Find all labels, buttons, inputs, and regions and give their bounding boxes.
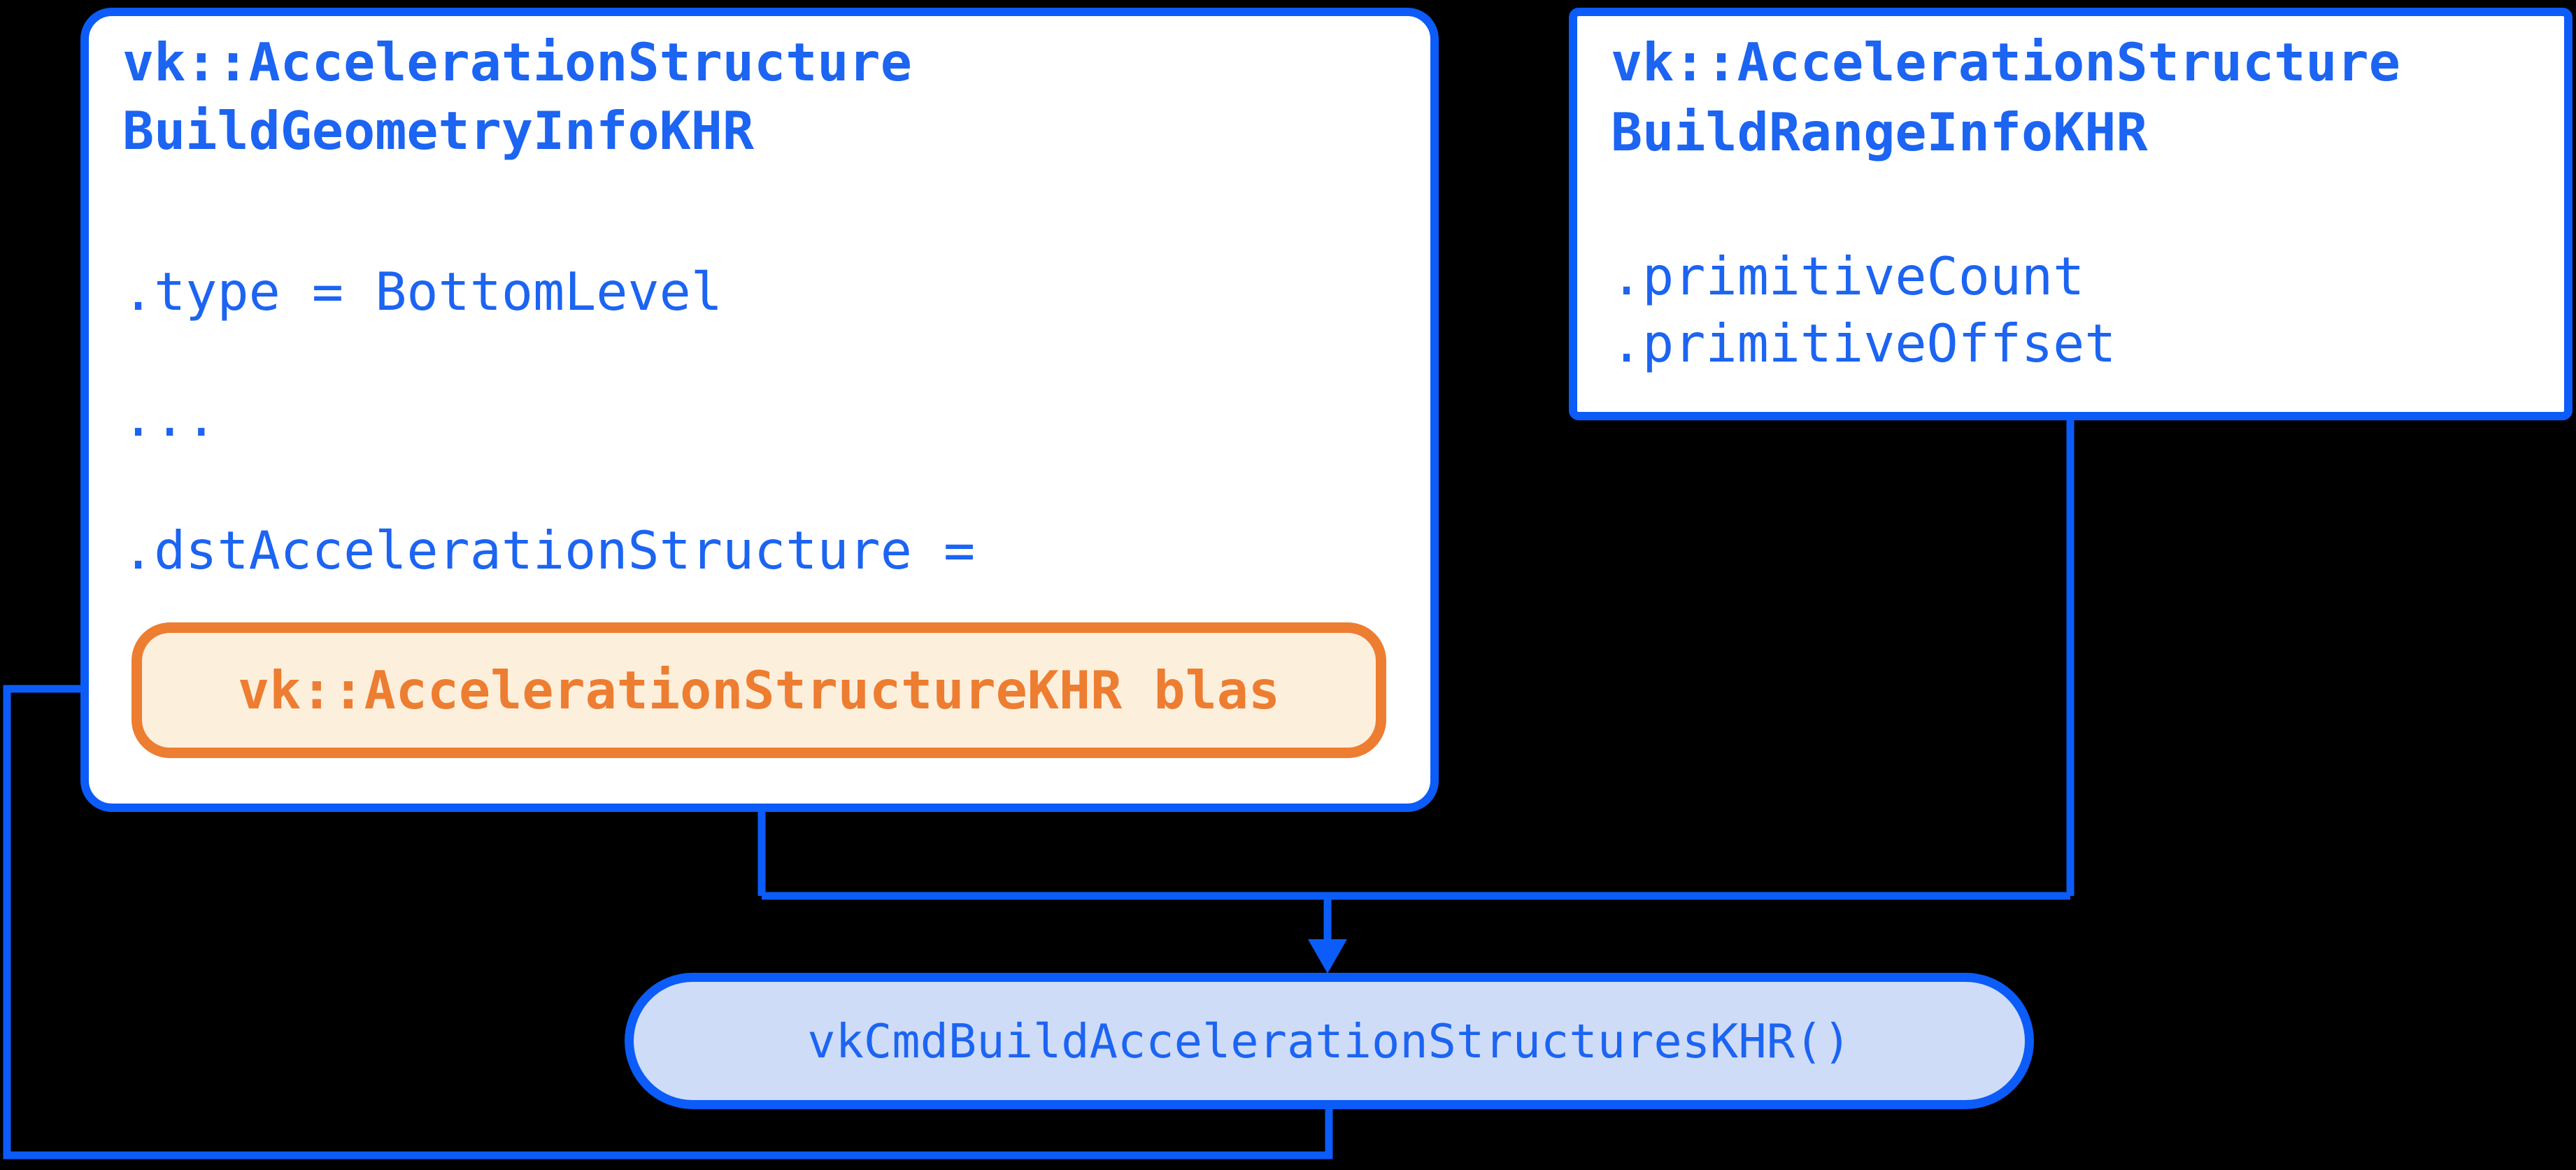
build-call-pill: vkCmdBuildAccelerationStructuresKHR() — [625, 973, 2034, 1109]
build-call-pill-label: vkCmdBuildAccelerationStructuresKHR() — [807, 1013, 1851, 1069]
blas-chip: vk::AccelerationStructureKHR blas — [131, 622, 1386, 758]
geometry-box-field-dst: .dstAccelerationStructure = — [122, 520, 976, 581]
geometry-box-field-type: .type = BottomLevel — [122, 261, 723, 322]
arrowhead-into-pill — [1308, 939, 1347, 973]
blas-chip-label: vk::AccelerationStructureKHR blas — [237, 659, 1281, 721]
range-box-field-primitive-count: .primitiveCount — [1611, 245, 2085, 307]
geometry-box-title-line1: vk::AccelerationStructure — [122, 31, 912, 93]
range-box-title-line1: vk::AccelerationStructure — [1611, 31, 2400, 93]
geometry-box-ellipsis: ... — [122, 387, 218, 448]
range-info-box: vk::AccelerationStructure BuildRangeInfo… — [1569, 8, 2573, 420]
range-box-title-line2: BuildRangeInfoKHR — [1611, 101, 2148, 163]
range-box-field-primitive-offset: .primitiveOffset — [1611, 313, 2116, 374]
geometry-box-title-line2: BuildGeometryInfoKHR — [122, 100, 755, 162]
